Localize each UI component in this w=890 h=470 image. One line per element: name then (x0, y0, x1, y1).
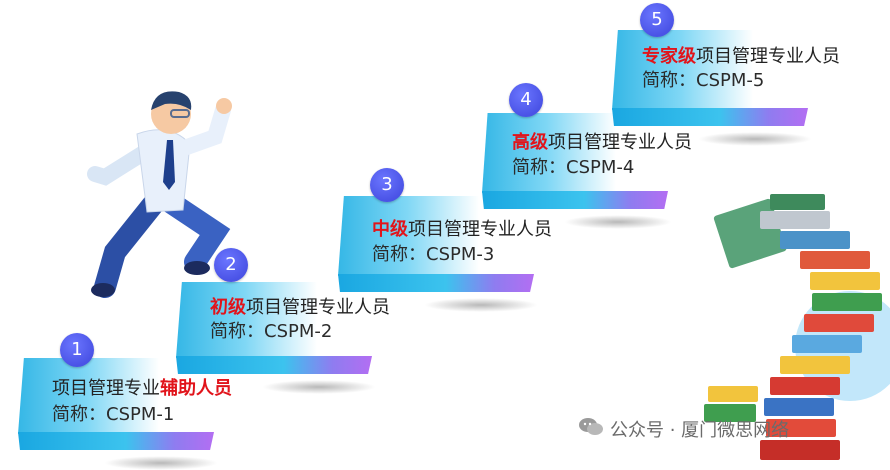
step-5 (612, 30, 812, 146)
step-number-badge-4: 4 (509, 83, 543, 117)
step-number-badge-1: 1 (60, 333, 94, 367)
step-face (176, 282, 372, 358)
step-title-highlight: 高级 (512, 132, 548, 153)
running-man-illustration (87, 91, 232, 298)
step-edge (612, 108, 808, 126)
step-face (482, 113, 668, 193)
step-edge (176, 356, 372, 374)
step-shadow (698, 132, 812, 146)
step-face (612, 30, 808, 110)
step-title-3: 中级项目管理专业人员 (372, 219, 552, 241)
step-2 (176, 282, 376, 394)
step-title-plain: 项目管理专业人员 (696, 46, 840, 67)
step-shadow (262, 380, 376, 394)
step-title-highlight: 中级 (372, 219, 408, 240)
step-shadow (424, 298, 538, 312)
step-title-plain: 项目管理专业人员 (246, 297, 390, 318)
step-edge (338, 274, 534, 292)
step-title-highlight: 辅助人员 (160, 378, 232, 399)
step-abbr-5: 简称：CSPM-5 (642, 70, 765, 91)
step-title-2: 初级项目管理专业人员 (210, 297, 390, 319)
step-title-4: 高级项目管理专业人员 (512, 132, 692, 154)
step-abbr-4: 简称：CSPM-4 (512, 157, 635, 178)
step-1 (18, 358, 218, 470)
step-number-badge-2: 2 (214, 248, 248, 282)
step-title-highlight: 初级 (210, 297, 246, 318)
wechat-icon (579, 418, 603, 435)
step-abbr-1: 简称：CSPM-1 (52, 404, 175, 425)
step-number-badge-5: 5 (640, 3, 674, 37)
step-shadow (563, 215, 672, 229)
step-title-1: 项目管理专业辅助人员 (52, 378, 232, 400)
step-title-highlight: 专家级 (642, 46, 696, 67)
step-face (338, 196, 534, 276)
step-edge (482, 191, 668, 209)
step-abbr-2: 简称：CSPM-2 (210, 321, 333, 342)
step-title-plain: 项目管理专业人员 (408, 219, 552, 240)
step-4 (482, 113, 672, 229)
step-shadow (104, 456, 218, 470)
step-number-badge-3: 3 (370, 168, 404, 202)
step-edge (18, 432, 214, 450)
step-title-plain: 项目管理专业 (52, 378, 160, 399)
watermark-text: 公众号 · 厦门微思网络 (610, 420, 790, 441)
books-question-mark-illustration (704, 194, 890, 460)
step-abbr-3: 简称：CSPM-3 (372, 244, 495, 265)
step-title-5: 专家级项目管理专业人员 (642, 46, 840, 68)
step-title-plain: 项目管理专业人员 (548, 132, 692, 153)
step-3 (338, 196, 538, 312)
